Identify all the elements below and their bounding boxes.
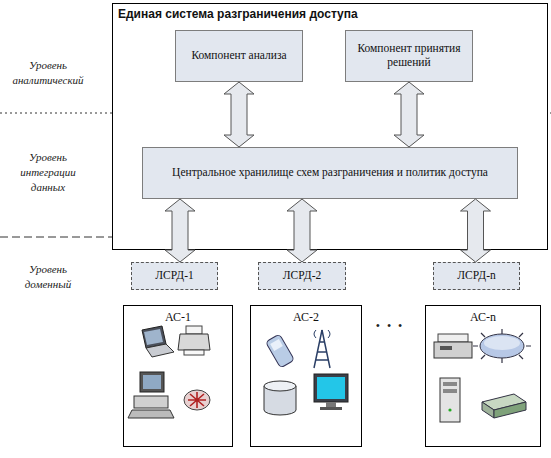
access-subsystem-box: ЛСРД-1: [131, 262, 218, 290]
component-box: Компонент анализа: [175, 30, 303, 82]
storage-box: Центральное хранилище схем разграничения…: [142, 147, 518, 199]
node-text: ЛСРД-1: [151, 269, 197, 283]
node-text: Единая система разграничения доступа: [113, 4, 363, 24]
level-label: Уровень интеграции данных: [8, 150, 88, 195]
system-box: АС-1: [123, 305, 233, 447]
node-text: АС-n: [466, 306, 500, 324]
level-label: Уровень аналитический: [8, 58, 88, 88]
node-text: Центральное хранилище схем разграничения…: [168, 166, 492, 180]
component-box: Компонент принятия решений: [345, 30, 473, 82]
system-box: АС-2: [250, 305, 362, 447]
node-text: Компонент анализа: [187, 49, 290, 63]
system-box: АС-n: [425, 305, 541, 447]
system-boundary: Единая система разграничения доступаКомп…: [112, 3, 548, 250]
node-text: АС-1: [161, 306, 195, 324]
node-text: АС-2: [289, 306, 323, 324]
level-label: Уровень доменный: [8, 262, 88, 292]
node-text: Компонент принятия решений: [346, 42, 472, 70]
node-text: ЛСРД-2: [279, 269, 325, 283]
access-subsystem-box: ЛСРД-n: [433, 262, 520, 290]
node-text: ЛСРД-n: [453, 269, 499, 283]
access-subsystem-box: ЛСРД-2: [258, 262, 346, 290]
ellipsis-mark: • • •: [368, 318, 412, 334]
